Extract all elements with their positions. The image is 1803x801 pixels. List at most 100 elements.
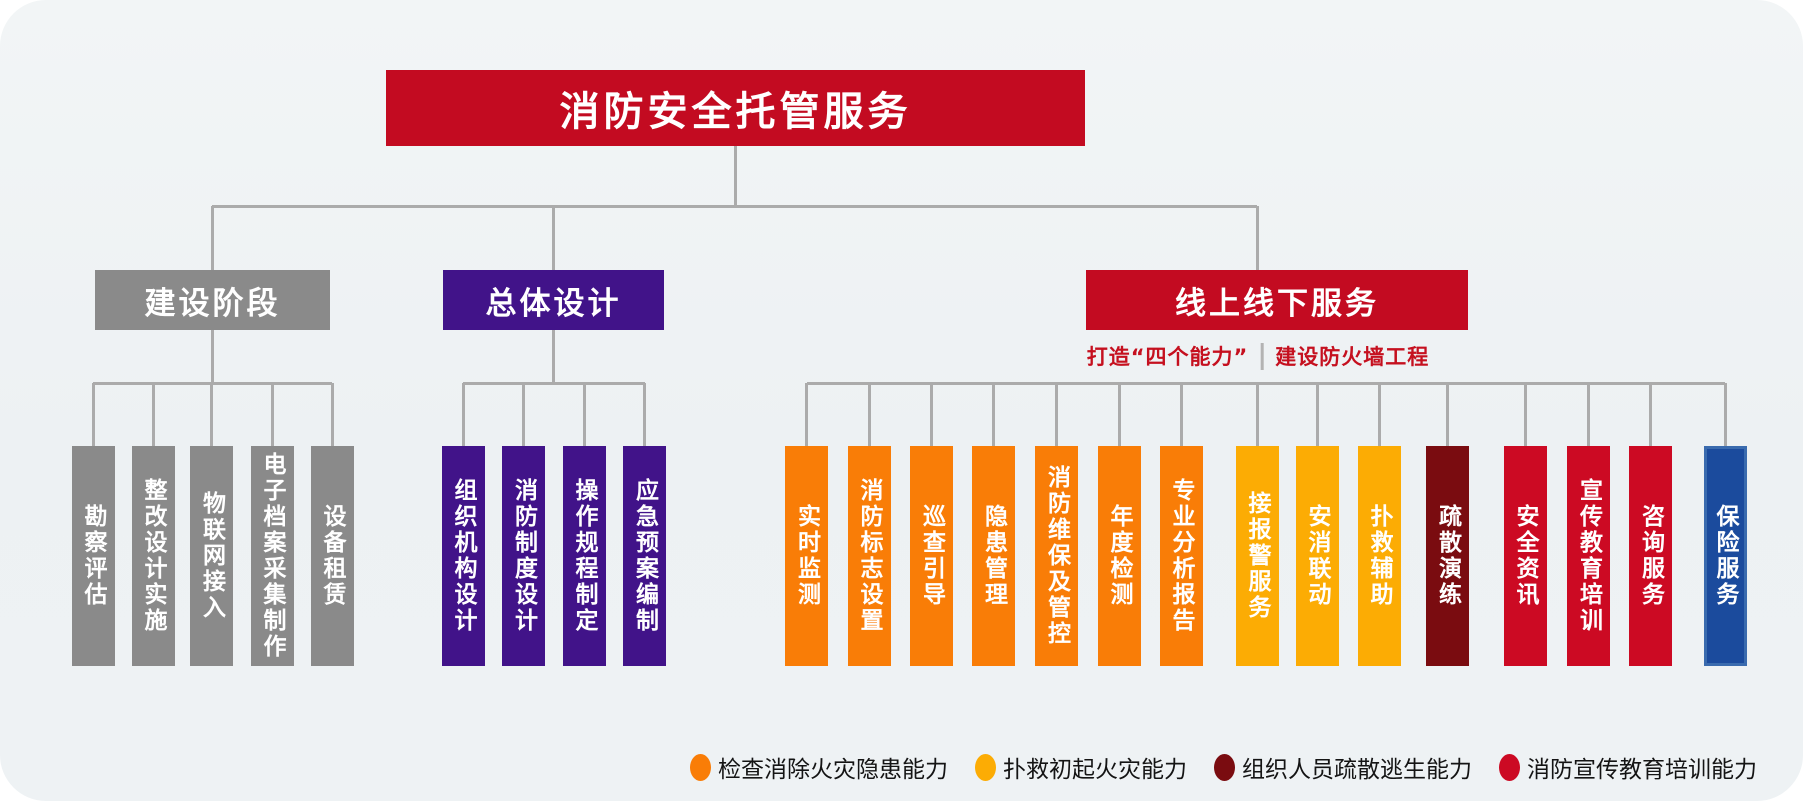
org-node-label: 宣传教育培训	[1575, 478, 1602, 634]
legend-dot-icon	[1214, 753, 1235, 781]
connector-line	[1723, 383, 1727, 446]
connector-line	[734, 146, 737, 206]
org-node: 年度检测	[1097, 446, 1141, 666]
subtitle-left: 打造“四个能力”	[1086, 345, 1249, 369]
legend-label: 消防宣传教育培训能力	[1527, 757, 1757, 783]
org-node: 电子档案采集制作	[250, 446, 294, 666]
root-title-banner: 消防安全托管服务	[386, 70, 1085, 146]
legend-item: 检查消除火灾隐患能力	[690, 750, 948, 784]
connector-line	[1649, 383, 1652, 446]
connector-line	[867, 383, 871, 446]
org-node: 消防维保及管控	[1035, 446, 1078, 666]
connector-line	[212, 204, 1257, 208]
org-node: 组织机构设计	[441, 446, 485, 666]
org-node-label: 消防维保及管控	[1043, 465, 1070, 647]
connector-line	[643, 383, 646, 446]
org-node: 宣传教育培训	[1567, 446, 1610, 666]
group-header-3: 线上线下服务	[1086, 270, 1468, 330]
org-node: 操作规程制定	[562, 446, 606, 666]
org-node-label: 巡查引导	[918, 504, 945, 608]
connector-line	[1255, 206, 1259, 270]
org-node-label: 扑救辅助	[1366, 504, 1392, 608]
connector-line	[1315, 383, 1319, 446]
org-node-label: 消防标志设置	[856, 478, 882, 634]
connector-line	[930, 383, 933, 446]
org-node-label: 实时监测	[793, 504, 820, 608]
legend-dot-icon	[690, 753, 711, 781]
connector-line	[1446, 383, 1449, 446]
connector-line	[463, 381, 645, 385]
legend-item: 扑救初起火灾能力	[975, 750, 1187, 784]
connector-line	[1587, 383, 1590, 446]
org-node-label: 组织机构设计	[450, 478, 476, 634]
group-header-1: 建设阶段	[95, 270, 330, 330]
connector-line	[522, 383, 525, 446]
subtitle-divider	[1260, 342, 1264, 370]
org-node: 接报警服务	[1235, 446, 1279, 666]
connector-line	[210, 383, 213, 446]
connector-line	[270, 383, 274, 446]
org-node: 巡查引导	[910, 446, 953, 666]
org-node: 专业分析报告	[1159, 446, 1203, 666]
org-node: 安消联动	[1295, 446, 1339, 666]
org-node-label: 电子档案采集制作	[259, 452, 285, 660]
legend-label: 扑救初起火灾能力	[1003, 757, 1187, 783]
connector-line	[1055, 383, 1058, 446]
org-node-label: 勘察评估	[80, 504, 106, 608]
org-node: 安全资讯	[1503, 446, 1547, 666]
capability-legend: 检查消除火灾隐患能力 扑救初起火灾能力 组织人员疏散逃生能力 消防宣传教育培训能力	[690, 750, 1757, 784]
connector-line	[91, 383, 95, 446]
legend-dot-icon	[975, 753, 996, 781]
org-node-label: 专业分析报告	[1168, 478, 1194, 634]
connector-line	[1179, 383, 1183, 446]
root-title: 消防安全托管服务	[559, 89, 912, 135]
org-node-label: 隐患管理	[980, 504, 1007, 608]
connector-line	[210, 330, 214, 383]
org-node-label: 设备租赁	[319, 504, 345, 608]
legend-item: 消防宣传教育培训能力	[1499, 750, 1757, 784]
org-node: 疏散演练	[1426, 446, 1469, 666]
org-node: 保险服务	[1703, 446, 1747, 666]
org-node-label: 年度检测	[1106, 504, 1132, 608]
org-node-label: 保险服务	[1712, 504, 1738, 608]
connector-line	[330, 383, 334, 446]
connector-line	[210, 206, 214, 270]
group-header-2: 总体设计	[443, 270, 664, 330]
org-node: 设备租赁	[310, 446, 354, 666]
legend-label: 检查消除火灾隐患能力	[718, 757, 948, 783]
org-node-label: 疏散演练	[1434, 504, 1461, 608]
org-node: 物联网接入	[190, 446, 233, 666]
group-header-label: 总体设计	[485, 285, 622, 322]
group-header-label: 建设阶段	[144, 285, 281, 322]
connector-line	[992, 383, 995, 446]
org-node-label: 安全资讯	[1512, 504, 1538, 608]
connector-line	[582, 383, 586, 446]
connector-line	[552, 206, 555, 270]
legend-item: 组织人员疏散逃生能力	[1214, 750, 1472, 784]
connector-line	[806, 381, 1725, 385]
connector-line	[151, 383, 155, 446]
connector-line	[1117, 383, 1121, 446]
org-node: 咨询服务	[1629, 446, 1672, 666]
org-node: 消防标志设置	[847, 446, 891, 666]
legend-label: 组织人员疏散逃生能力	[1242, 757, 1472, 783]
connector-line	[1377, 383, 1381, 446]
org-node-label: 应急预案编制	[631, 478, 658, 634]
connector-line	[1523, 383, 1527, 446]
org-node-label: 整改设计实施	[140, 478, 166, 634]
org-node: 应急预案编制	[623, 446, 666, 666]
subtitle-row: 打造“四个能力” 建设防火墙工程	[1087, 341, 1430, 371]
connector-line	[805, 383, 808, 446]
org-node: 隐患管理	[972, 446, 1015, 666]
org-node-label: 接报警服务	[1244, 491, 1270, 621]
org-node: 整改设计实施	[131, 446, 175, 666]
org-node-label: 消防制度设计	[510, 478, 537, 634]
org-node-label: 安消联动	[1304, 504, 1330, 608]
org-node: 消防制度设计	[502, 446, 545, 666]
org-node: 实时监测	[785, 446, 828, 666]
connector-line	[552, 330, 555, 383]
subtitle-right: 建设防火墙工程	[1275, 345, 1430, 369]
org-node-label: 物联网接入	[198, 491, 225, 621]
